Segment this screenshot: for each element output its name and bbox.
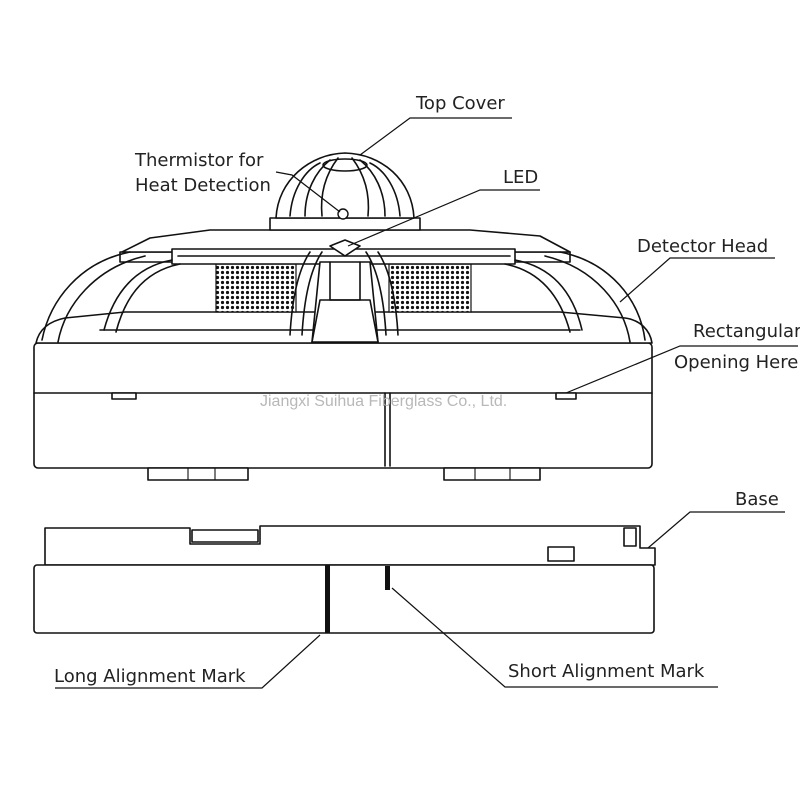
rectangular-opening xyxy=(111,392,137,400)
label-detector-head: Detector Head xyxy=(637,236,768,257)
label-rectangular-line2: Opening Here xyxy=(674,352,798,373)
head-bottom-tabs xyxy=(147,467,541,481)
watermark-text: Jiangxi Suihua Fiberglass Co., Ltd. xyxy=(260,393,507,410)
head-center-housing xyxy=(311,261,379,343)
top-cover-dome xyxy=(275,152,415,219)
leader-detector-head xyxy=(619,257,775,303)
detector-head-drawing xyxy=(33,229,653,481)
short-alignment-mark xyxy=(385,566,390,590)
base-body xyxy=(33,564,655,634)
leader-lines xyxy=(55,117,798,689)
leader-top-cover xyxy=(359,117,512,156)
label-thermistor-line2: Heat Detection xyxy=(135,175,271,196)
leader-short-alignment xyxy=(391,587,718,688)
rectangular-opening-right xyxy=(555,392,577,400)
label-long-alignment-mark: Long Alignment Mark xyxy=(54,666,246,687)
head-ribs xyxy=(41,251,646,343)
base-drawing xyxy=(33,525,656,634)
thermistor xyxy=(337,208,349,220)
leader-rectangular xyxy=(565,345,798,394)
mesh-panel-right xyxy=(388,263,472,313)
label-short-alignment-mark: Short Alignment Mark xyxy=(508,661,705,682)
label-led: LED xyxy=(503,167,538,188)
mesh-panel-left xyxy=(215,263,297,313)
leader-led xyxy=(347,189,540,247)
label-rectangular-line1: Rectangular xyxy=(693,321,800,342)
label-thermistor-line1: Thermistor for xyxy=(134,150,264,171)
leader-thermistor xyxy=(275,171,341,213)
long-alignment-mark xyxy=(325,565,330,633)
leader-base xyxy=(647,511,785,549)
label-base: Base xyxy=(735,489,779,510)
top-cover-drawing xyxy=(269,152,421,231)
label-top-cover: Top Cover xyxy=(415,93,505,114)
leader-long-alignment xyxy=(55,634,321,689)
top-cover-base-plate xyxy=(269,217,421,231)
